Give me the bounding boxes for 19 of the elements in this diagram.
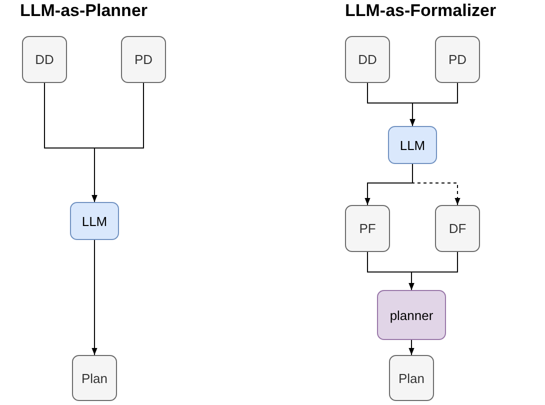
process-box: Plan	[72, 355, 117, 401]
process-box: PF	[345, 205, 390, 252]
process-box: DD	[22, 36, 67, 83]
process-box: Plan	[389, 355, 434, 401]
arrow	[92, 82, 144, 202]
arrow	[408, 252, 458, 290]
panel-title: LLM-as-Formalizer	[345, 1, 496, 21]
process-box: LLM	[388, 126, 437, 164]
process-box: PD	[121, 36, 166, 83]
arrow	[408, 340, 414, 356]
arrow	[410, 82, 458, 126]
process-box: DD	[345, 36, 390, 83]
process-box: DF	[435, 205, 480, 252]
process-box: LLM	[70, 202, 119, 240]
process-box: PD	[435, 36, 480, 83]
dashed-arrow	[412, 164, 460, 206]
panel-title: LLM-as-Planner	[20, 1, 148, 21]
process-box: planner	[377, 290, 446, 340]
arrow	[92, 240, 98, 356]
